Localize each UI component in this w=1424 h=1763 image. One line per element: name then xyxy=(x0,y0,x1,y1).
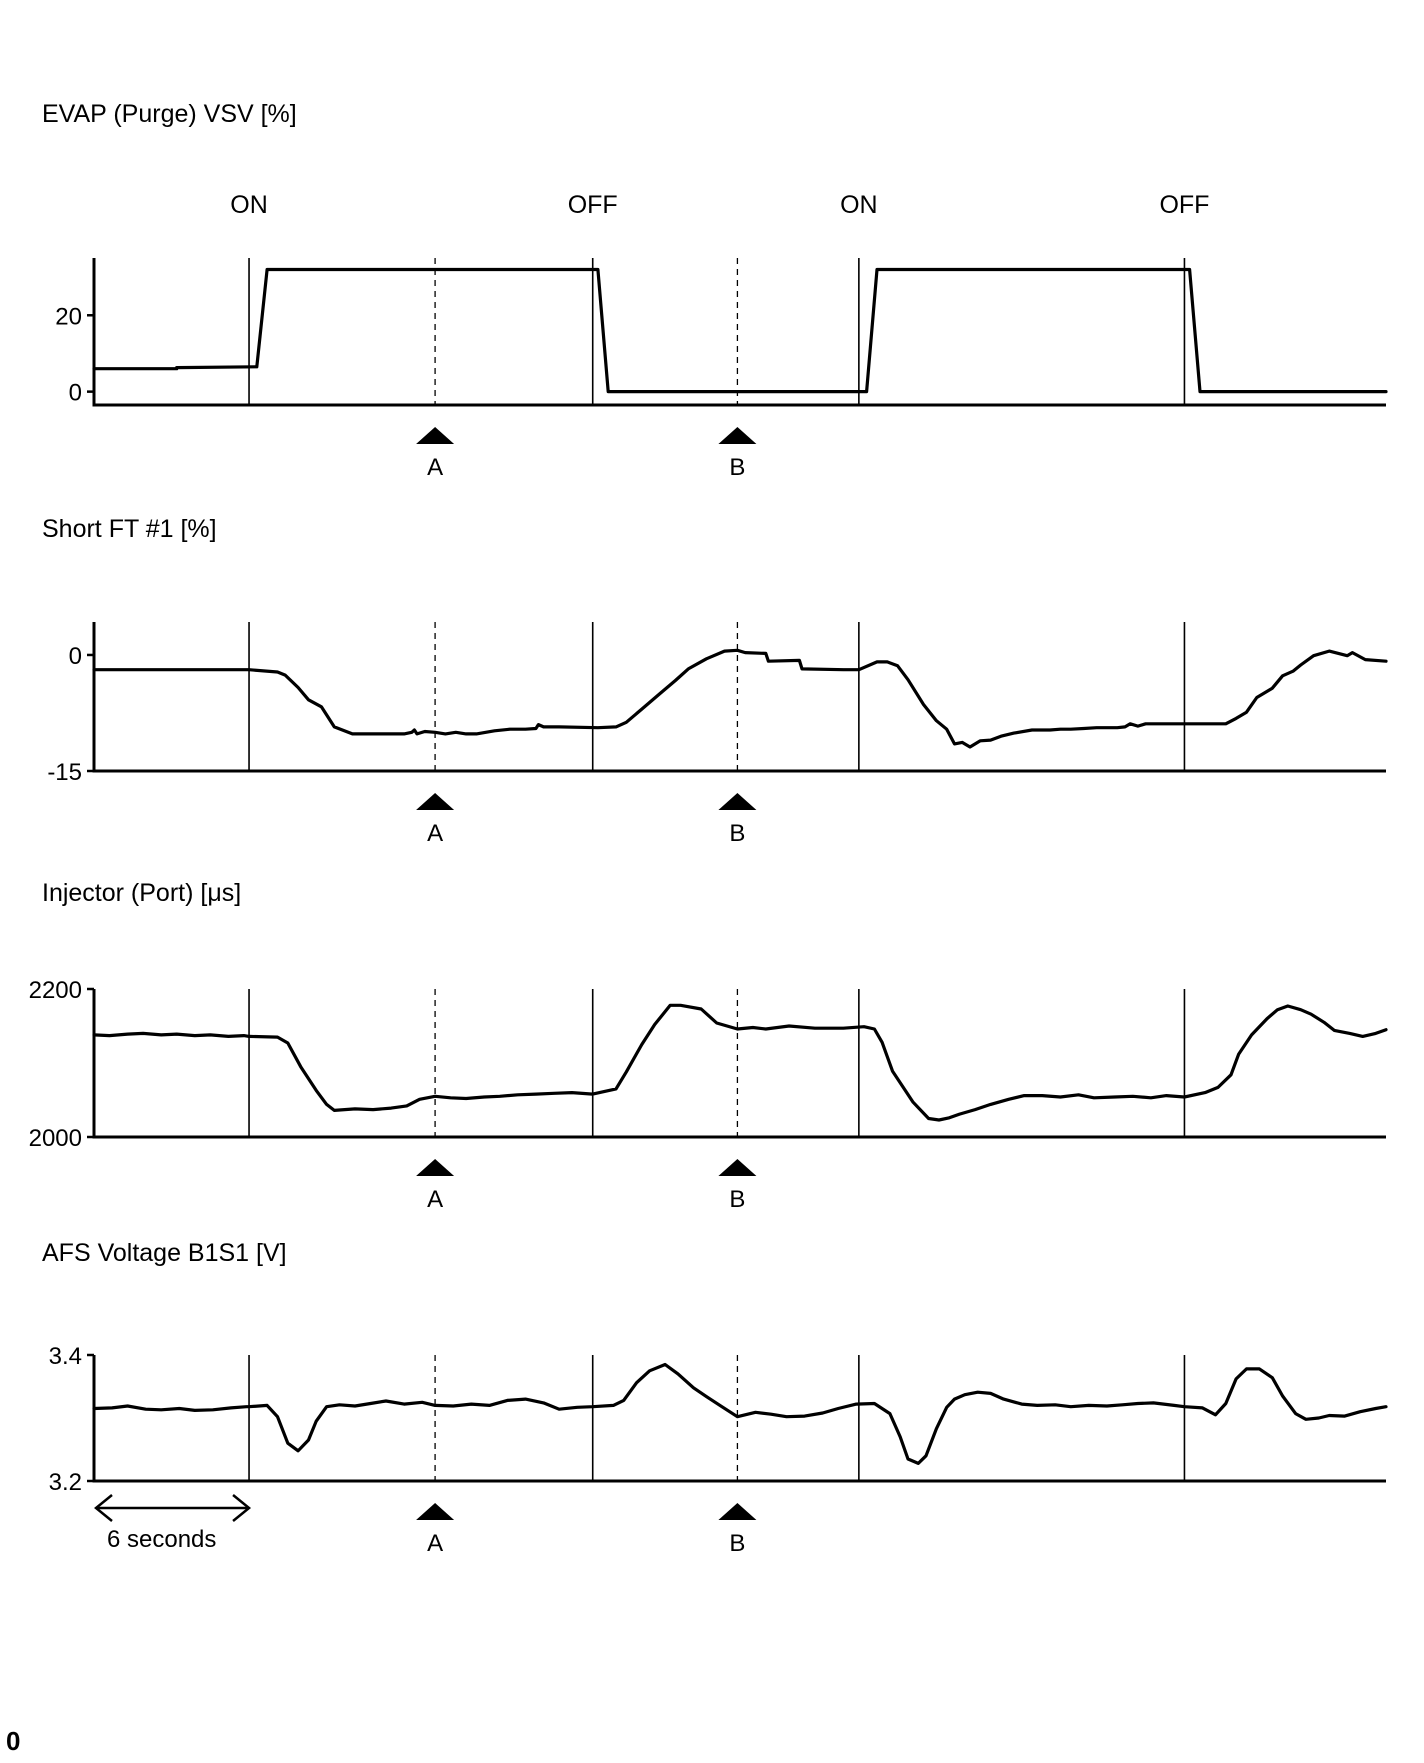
state-label-1: OFF xyxy=(568,191,618,219)
state-label-0: ON xyxy=(230,191,268,219)
panel-title: AFS Voltage B1S1 [V] xyxy=(42,1239,287,1267)
panel-title: EVAP (Purge) VSV [%] xyxy=(42,100,297,128)
marker-label-B: B xyxy=(729,454,745,481)
marker-triangle-B xyxy=(718,793,757,810)
duration-arrow-left-head xyxy=(94,1494,113,1522)
marker-label-A: A xyxy=(427,454,443,481)
y-tick-label: 3.4 xyxy=(49,1343,82,1370)
panel-title: Injector (Port) [μs] xyxy=(42,879,241,907)
y-tick-label: 0 xyxy=(69,380,82,407)
panel-1: Short FT #1 [%] 0 -15A B xyxy=(42,515,1388,847)
marker-triangle-B xyxy=(718,1159,757,1176)
marker-label-A: A xyxy=(427,820,443,847)
marker-label-B: B xyxy=(729,820,745,847)
marker-label-A: A xyxy=(427,1530,443,1557)
y-tick-label: 2200 xyxy=(29,977,82,1004)
marker-label-B: B xyxy=(729,1530,745,1557)
duration-arrow-right-head xyxy=(232,1494,252,1522)
panel-0: EVAP (Purge) VSV [%] 0 20A B xyxy=(42,100,1388,481)
panel-3: AFS Voltage B1S1 [V] 3.4 3.2A B xyxy=(42,1239,1388,1557)
corner-mark: 0 xyxy=(6,1726,21,1756)
marker-triangle-A xyxy=(416,793,455,810)
y-tick-label: -15 xyxy=(47,759,82,786)
marker-triangle-B xyxy=(718,1503,757,1520)
marker-triangle-B xyxy=(718,427,757,444)
marker-label-A: A xyxy=(427,1186,443,1213)
state-label-3: OFF xyxy=(1159,191,1209,219)
y-tick-label: 0 xyxy=(69,643,82,670)
state-label-2: ON xyxy=(840,191,878,219)
marker-triangle-A xyxy=(416,427,455,444)
series-line-0 xyxy=(92,267,1388,394)
y-tick-label: 2000 xyxy=(29,1125,82,1152)
marker-triangle-A xyxy=(416,1503,455,1520)
y-tick-label: 20 xyxy=(55,303,82,330)
series-line-0 xyxy=(92,1003,1388,1122)
marker-triangle-A xyxy=(416,1159,455,1176)
marker-label-B: B xyxy=(729,1186,745,1213)
panel-title: Short FT #1 [%] xyxy=(42,515,217,543)
series-line-0 xyxy=(92,1362,1388,1465)
series-line-0 xyxy=(92,648,1388,749)
y-tick-label: 3.2 xyxy=(49,1469,82,1496)
duration-label: 6 seconds xyxy=(107,1526,216,1553)
